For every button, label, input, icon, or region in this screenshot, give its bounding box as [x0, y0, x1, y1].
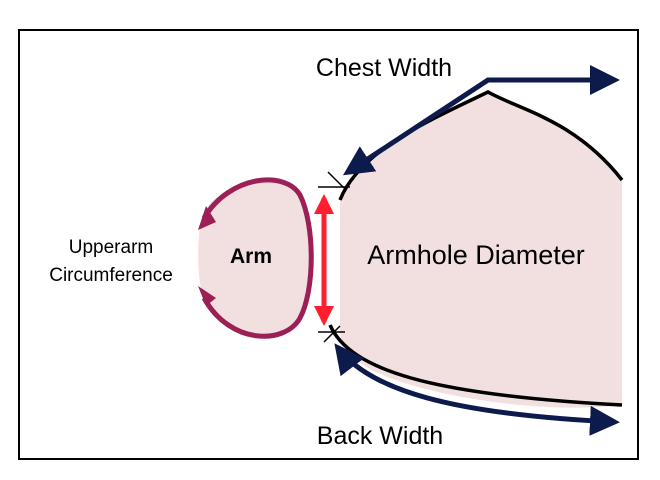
- armhole-top-tick-diagonal: [327, 171, 345, 189]
- arm-label: Arm: [230, 245, 272, 268]
- armhole-bottom-tick-diagonal: [323, 325, 341, 343]
- chest-width-label: Chest Width: [316, 54, 452, 82]
- arm-arrowhead-bottom: [198, 286, 216, 306]
- arm-outline-upper: [201, 177, 314, 339]
- upperarm-label-line2: Circumference: [49, 265, 173, 286]
- chest-width-arrow: [342, 65, 620, 176]
- arm-cross-section: [198, 179, 312, 337]
- armhole-diameter-label: Armhole Diameter: [367, 240, 585, 270]
- arm-arrowhead-top: [198, 206, 216, 230]
- upperarm-label-line1: Upperarm: [69, 237, 153, 258]
- back-width-arrow: [334, 343, 620, 436]
- back-width-label: Back Width: [317, 422, 443, 450]
